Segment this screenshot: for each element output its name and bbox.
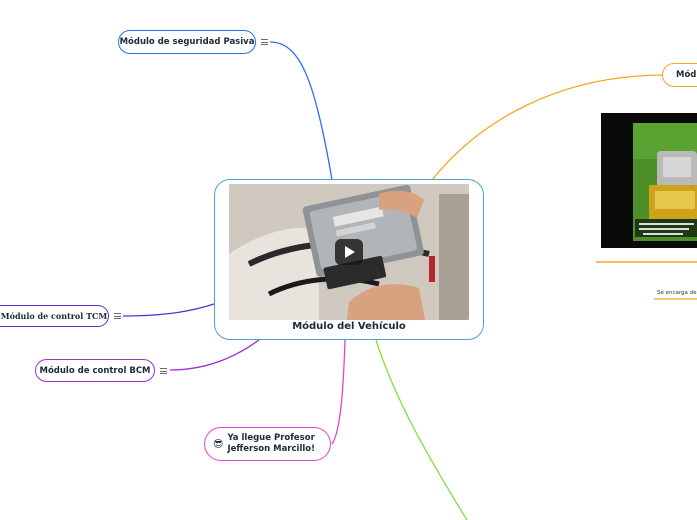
node-seguridad-label: Módulo de seguridad Pasiva [119,37,255,47]
notes-menu-icon[interactable] [114,313,121,319]
notes-menu-icon[interactable] [261,39,268,45]
ecu-module-illustration [229,184,469,320]
node-tcm-label: Módulo de control TCM [0,311,108,321]
connector-bcm [169,339,260,371]
right-caption-text: Se encarga de [657,290,697,296]
node-control-tcm[interactable]: Módulo de control TCM [0,305,109,327]
right-video-thumbnail[interactable] [601,113,697,248]
node-profesor[interactable]: 😎 Ya llegue Profesor Jefferson Marcillo! [204,427,331,461]
node-right-top[interactable]: Módu [662,63,697,87]
node-profesor-line2: Jefferson Marcillo! [227,444,315,454]
central-node[interactable]: Módulo del Vehículo [214,179,484,340]
connector-profesor [331,339,346,445]
connector-tcm [122,303,215,317]
sunglasses-emoji-icon: 😎 [213,438,224,450]
central-node-title: Módulo del Vehículo [292,321,406,332]
node-control-bcm[interactable]: Módulo de control BCM [35,359,155,382]
connector-green-branch [375,339,468,520]
animated-diagram-illustration [601,113,697,248]
node-profesor-line1: Ya llegue Profesor [227,433,315,443]
connector-right-top [431,74,666,181]
connector-seguridad [269,41,333,181]
node-seguridad-pasiva[interactable]: Módulo de seguridad Pasiva [118,30,256,54]
node-bcm-label: Módulo de control BCM [39,365,151,376]
notes-menu-icon[interactable] [160,368,167,374]
play-icon[interactable] [335,239,363,265]
node-profesor-text: Ya llegue Profesor Jefferson Marcillo! [227,433,315,455]
node-right-top-label: Módu [676,70,697,80]
video-thumbnail[interactable] [229,184,469,320]
